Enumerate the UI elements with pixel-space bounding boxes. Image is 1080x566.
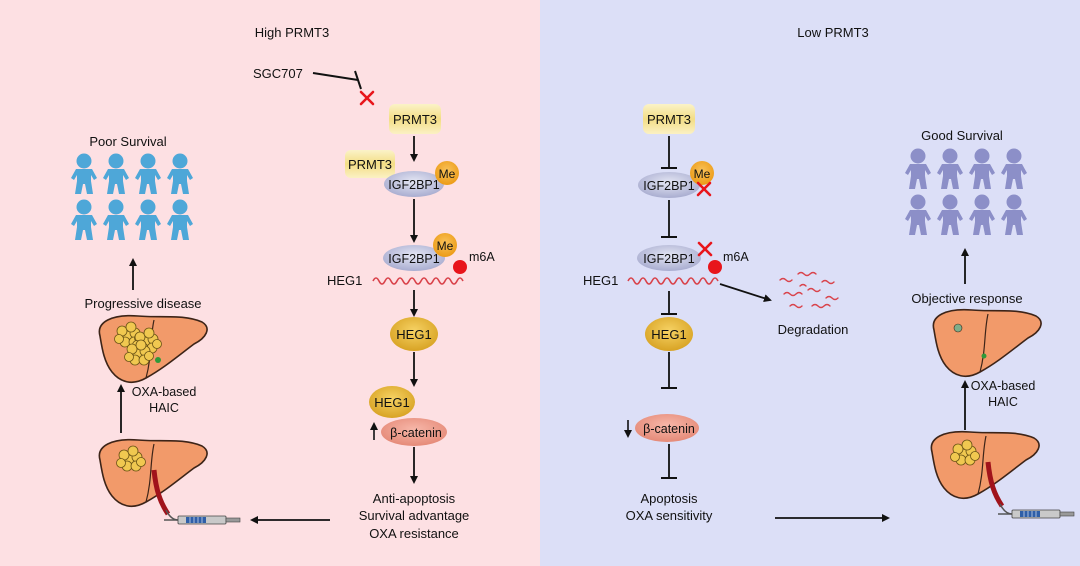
outcome-line: Anti-apoptosis (373, 491, 456, 506)
treatment-label: OXA-based (971, 379, 1036, 393)
outcome-line: Apoptosis (640, 491, 698, 506)
degraded-rna-icon (779, 271, 839, 309)
m6a-dot (708, 260, 722, 274)
prmt3-bound-label: PRMT3 (348, 157, 392, 172)
heg1-complex (369, 386, 415, 418)
person-icon-group (905, 148, 1027, 235)
svg-text:β-catenin: β-catenin (643, 422, 695, 436)
svg-text:HEG1: HEG1 (374, 395, 409, 410)
m6a-dot (453, 260, 467, 274)
svg-text:Me: Me (694, 167, 711, 181)
svg-text:β-catenin: β-catenin (390, 426, 442, 440)
beta-catenin (381, 418, 447, 446)
poor-survival-label: Poor Survival (89, 134, 166, 149)
treatment-label: HAIC (988, 395, 1018, 409)
degradation-label: Degradation (778, 322, 849, 337)
syringe-icon (163, 509, 241, 525)
person-icon-group (71, 153, 193, 240)
liver-icon (98, 314, 208, 384)
prmt3-box (389, 104, 441, 134)
igf2bp1-b (383, 245, 445, 271)
arrow-icon (719, 283, 772, 302)
svg-text:IGF2BP1: IGF2BP1 (643, 252, 694, 266)
methyl-badge (433, 233, 457, 257)
svg-text:Me: Me (439, 167, 456, 181)
svg-text:Me: Me (437, 239, 454, 253)
objective-response-label: Objective response (911, 291, 1022, 306)
cross-icon (359, 90, 375, 106)
heg1-mrna-label: HEG1 (583, 273, 618, 288)
svg-text:HEG1: HEG1 (396, 327, 431, 342)
progressive-disease-label: Progressive disease (84, 296, 201, 311)
m6a-label: m6A (723, 250, 749, 264)
heg1-mrna (627, 277, 719, 285)
sgc707-label: SGC707 (253, 66, 303, 81)
left-title: High PRMT3 (255, 25, 329, 40)
outcome-line: OXA resistance (369, 526, 459, 541)
heg1-protein (390, 317, 438, 351)
liver-icon (98, 438, 208, 516)
outcome-line: OXA sensitivity (626, 508, 713, 523)
heg1-protein (645, 317, 693, 351)
heg1-mrna-label: HEG1 (327, 273, 362, 288)
inhibit-icon (312, 72, 359, 81)
syringe-icon (997, 503, 1075, 519)
beta-catenin (635, 414, 699, 442)
liver-icon (932, 308, 1042, 378)
svg-text:IGF2BP1: IGF2BP1 (388, 252, 439, 266)
good-survival-label: Good Survival (921, 128, 1003, 143)
right-title: Low PRMT3 (797, 25, 869, 40)
igf2bp1-a (638, 172, 700, 198)
cross-icon (697, 241, 713, 257)
liver-icon (930, 430, 1040, 508)
m6a-label: m6A (469, 250, 495, 264)
treatment-label: OXA-based (132, 385, 197, 399)
prmt3-label: PRMT3 (393, 112, 437, 127)
methyl-badge (690, 161, 714, 185)
high-prmt3-panel (0, 0, 540, 566)
svg-text:PRMT3: PRMT3 (647, 112, 691, 127)
outcome-line: Survival advantage (359, 508, 470, 523)
treatment-label: HAIC (149, 401, 179, 415)
heg1-mrna (372, 277, 464, 285)
methyl-badge (435, 161, 459, 185)
igf2bp1-b (637, 245, 701, 271)
svg-text:IGF2BP1: IGF2BP1 (643, 179, 694, 193)
cross-icon (696, 181, 712, 197)
igf2bp1-a (384, 171, 444, 197)
prmt3-box (643, 104, 695, 134)
svg-text:IGF2BP1: IGF2BP1 (388, 178, 439, 192)
svg-text:HEG1: HEG1 (651, 327, 686, 342)
prmt3-bound-box (345, 150, 395, 178)
